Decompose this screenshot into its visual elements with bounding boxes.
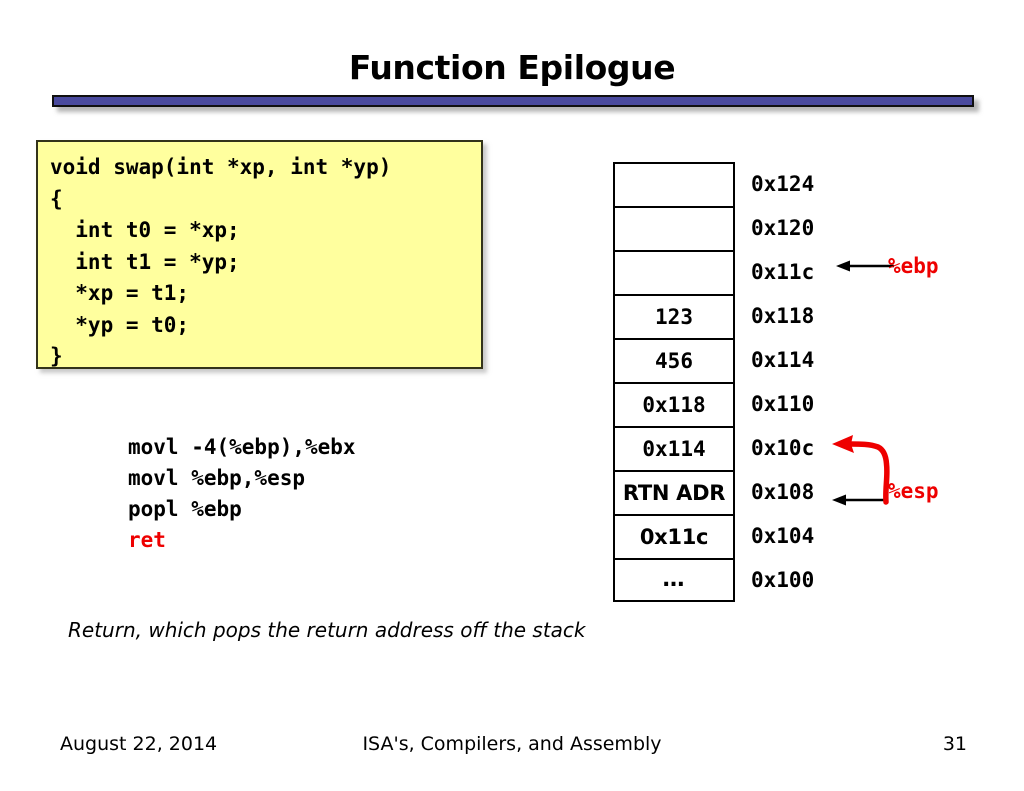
stack-address-label: 0x124 (751, 172, 815, 196)
footer-date: August 22, 2014 (60, 733, 218, 755)
stack-cell-value: 0x114 (642, 436, 706, 461)
stack-address-label: 0x10c (751, 436, 815, 460)
esp-pointer-arrow-icon (832, 435, 890, 506)
stack-cell: 456 (613, 338, 735, 382)
esp-register-label: %esp (888, 479, 939, 503)
ebp-register-label: %ebp (888, 254, 939, 278)
assembly-line-ret: ret (128, 528, 166, 552)
assembly-listing: movl -4(%ebp),%ebx movl %ebp,%esp popl %… (128, 432, 356, 556)
footer-page-number: 31 (942, 733, 967, 755)
stack-address-label: 0x118 (751, 304, 815, 328)
stack-cell-value: 0x11c (639, 524, 709, 549)
stack-diagram: 123 456 0x118 0x114 RTN ADR 0x11c … (613, 162, 735, 602)
code-line: void swap(int *xp, int *yp) (50, 155, 392, 179)
page-title: Function Epilogue (348, 48, 676, 87)
stack-cell-value: RTN ADR (622, 480, 726, 505)
title-divider (52, 95, 974, 107)
code-line: *xp = t1; (50, 281, 190, 305)
assembly-line: movl -4(%ebp),%ebx (128, 435, 356, 459)
code-line: int t0 = *xp; (50, 218, 240, 242)
stack-address-label: 0x110 (751, 392, 815, 416)
stack-cell-value: 456 (655, 348, 693, 373)
code-line: int t1 = *yp; (50, 249, 240, 274)
stack-address-label: 0x11c (751, 260, 815, 284)
assembly-line: movl %ebp,%esp (128, 466, 306, 490)
c-source-code-box: void swap(int *xp, int *yp) { int t0 = *… (36, 140, 483, 369)
stack-cell: … (613, 558, 735, 602)
stack-cell: 0x114 (613, 426, 735, 470)
code-line: { (50, 186, 63, 211)
assembly-line: popl %ebp (128, 497, 242, 521)
stack-cell (613, 162, 735, 206)
stack-cell-return-address: RTN ADR (613, 470, 735, 514)
stack-address-column: 0x124 0x120 0x11c 0x118 0x114 0x110 0x10… (751, 162, 861, 602)
stack-address-label: 0x114 (751, 348, 815, 372)
stack-address-label: 0x104 (751, 524, 815, 548)
stack-address-label: 0x100 (751, 568, 815, 592)
stack-address-label: 0x120 (751, 216, 815, 240)
stack-cell (613, 250, 735, 294)
stack-cell-value: … (662, 567, 686, 592)
ebp-pointer-arrow-icon (836, 260, 894, 272)
stack-cell-value: 0x118 (642, 392, 706, 417)
stack-cell-saved-ebp: 0x11c (613, 514, 735, 558)
footer-course-title: ISA's, Compilers, and Assembly (362, 733, 662, 755)
stack-cell: 123 (613, 294, 735, 338)
stack-cell: 0x118 (613, 382, 735, 426)
code-line: } (50, 344, 63, 368)
code-line: *yp = t0; (50, 312, 190, 337)
stack-cell (613, 206, 735, 250)
slide-caption: Return, which pops the return address of… (68, 618, 586, 642)
stack-cell-value: 123 (655, 304, 693, 329)
stack-address-label: 0x108 (751, 480, 815, 504)
